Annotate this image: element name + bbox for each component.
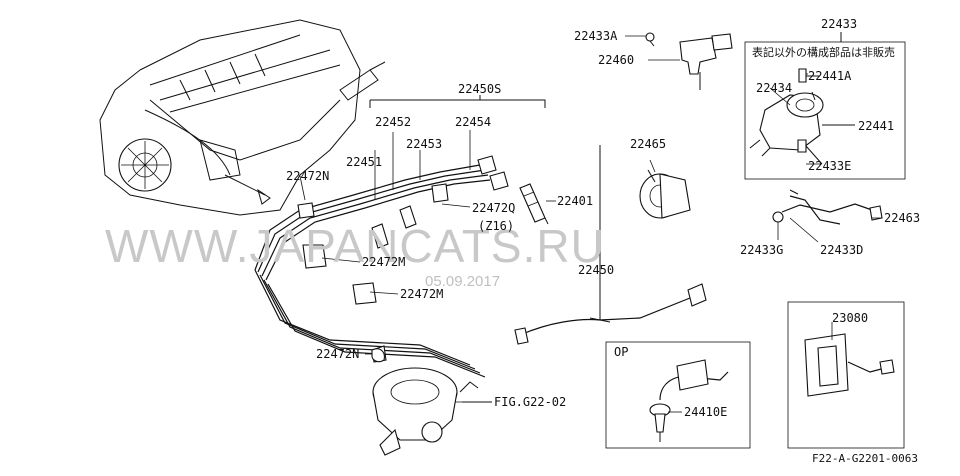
harness-22463 bbox=[772, 189, 883, 225]
lead-22450 bbox=[514, 145, 707, 345]
clip-22472n-bottom bbox=[371, 348, 385, 363]
watermark-text: WWW.JAPANCATS.RU bbox=[105, 220, 605, 272]
label-22433g: 22433G bbox=[740, 243, 783, 257]
label-22453: 22453 bbox=[406, 137, 442, 151]
label-z16: (Z16) bbox=[478, 219, 514, 233]
sensor-22465 bbox=[639, 169, 691, 219]
note-non-sale: 表記以外の構成部品は非販売 bbox=[752, 45, 895, 59]
label-22433d: 22433D bbox=[820, 243, 863, 257]
label-22472n-bottom: 22472N bbox=[316, 347, 359, 361]
label-22465: 22465 bbox=[630, 137, 666, 151]
leader-lines bbox=[299, 35, 882, 413]
label-24410e: 24410E bbox=[684, 405, 727, 419]
label-22434: 22434 bbox=[756, 81, 792, 95]
box-op bbox=[605, 341, 751, 449]
engine-illustration bbox=[99, 19, 386, 216]
label-22450: 22450 bbox=[578, 263, 614, 277]
box-23080 bbox=[787, 301, 905, 449]
label-22451: 22451 bbox=[346, 155, 382, 169]
label-22441: 22441 bbox=[858, 119, 894, 133]
label-22433: 22433 bbox=[821, 17, 857, 31]
spark-plug-wire-set bbox=[254, 95, 546, 378]
footer-code: F22-A-G2201-0063 bbox=[812, 452, 918, 465]
watermark-date: 05.09.2017 bbox=[425, 273, 500, 290]
box-22433 bbox=[744, 32, 906, 180]
label-op: OP bbox=[614, 345, 628, 359]
label-22472m-b: 22472M bbox=[400, 287, 443, 301]
distributor bbox=[372, 367, 492, 456]
label-22433a: 22433A bbox=[574, 29, 618, 43]
sensor-bracket-22460 bbox=[645, 32, 733, 90]
label-22433e: 22433E bbox=[808, 159, 851, 173]
label-22441a: 22441A bbox=[808, 69, 852, 83]
label-22450s: 22450S bbox=[458, 82, 501, 96]
label-fig-ref: FIG.G22-02 bbox=[494, 395, 566, 409]
spark-plug-22401 bbox=[519, 183, 549, 225]
label-22460: 22460 bbox=[598, 53, 634, 67]
label-22472q: 22472Q bbox=[472, 201, 515, 215]
label-22454: 22454 bbox=[455, 115, 491, 129]
label-22463: 22463 bbox=[884, 211, 920, 225]
label-23080: 23080 bbox=[832, 311, 868, 325]
label-22401: 22401 bbox=[557, 194, 593, 208]
label-22472n-top: 22472N bbox=[286, 169, 329, 183]
label-22472m-a: 22472M bbox=[362, 255, 405, 269]
label-22452: 22452 bbox=[375, 115, 411, 129]
